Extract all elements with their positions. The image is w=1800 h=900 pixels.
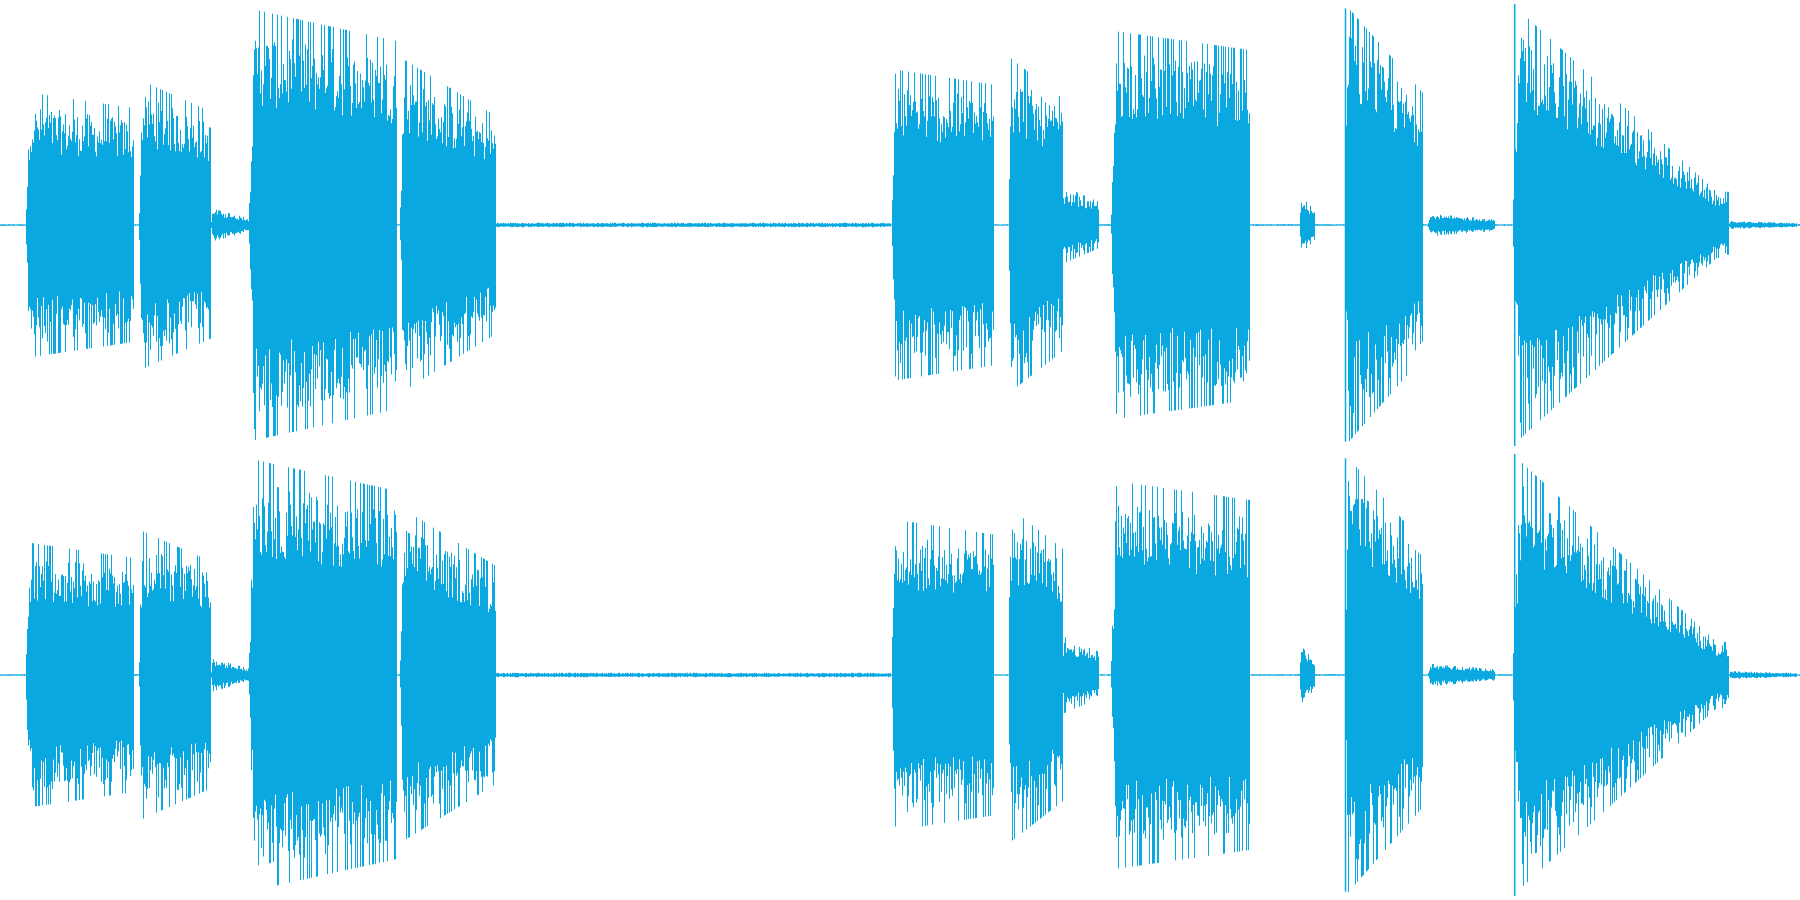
waveform-signal <box>0 460 1800 893</box>
waveform-channel-left <box>0 4 1800 446</box>
waveform-signal <box>0 10 1800 441</box>
waveform-channel-right <box>0 454 1800 896</box>
